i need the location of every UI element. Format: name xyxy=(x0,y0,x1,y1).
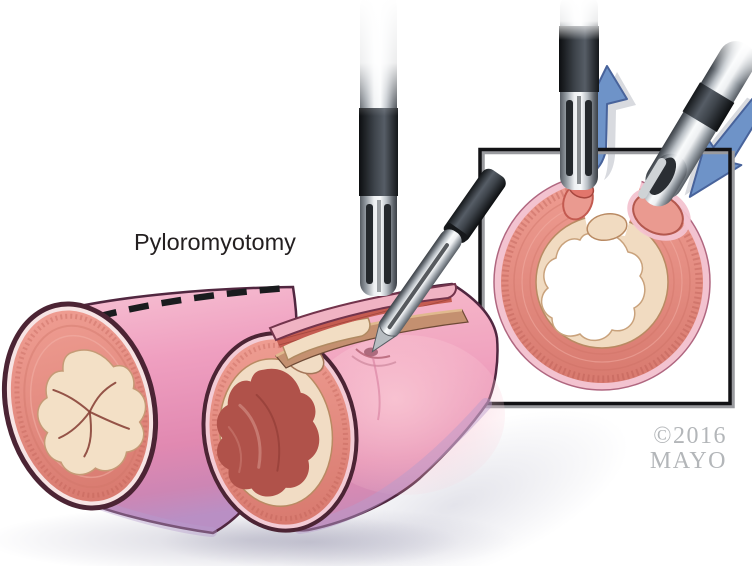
dimple-crease xyxy=(355,348,391,359)
shaft-fade xyxy=(555,0,602,40)
bottom-purple-tint xyxy=(294,398,492,534)
shaft-fade xyxy=(355,0,402,116)
shaft-groove xyxy=(387,243,449,330)
knife-tip xyxy=(371,322,398,353)
inset-cross-section-panel xyxy=(478,0,752,409)
inset-border xyxy=(478,147,732,406)
inset-border-shadow xyxy=(481,150,735,409)
cut-face xyxy=(1,301,159,511)
jaw-center-line xyxy=(377,200,381,292)
inset-spreader-diagonal xyxy=(638,29,752,207)
knife-entry-dimple xyxy=(351,347,397,421)
jaw-slot xyxy=(585,100,592,176)
dimple-crease xyxy=(351,355,397,367)
shadow-sweep xyxy=(281,410,629,566)
incision-dashed-line xyxy=(96,284,289,321)
copyright-year: ©2016 xyxy=(653,423,727,449)
muscle-fiber-ticks xyxy=(212,342,348,522)
figure-title: Pyloromyotomy xyxy=(134,229,296,255)
jaw-slot xyxy=(566,100,573,176)
jaw-slot xyxy=(366,204,373,284)
closed-lumen-star-creases xyxy=(52,381,130,458)
jaw-opening xyxy=(648,157,677,195)
instrument-dark-band xyxy=(359,108,398,196)
middle-pylorus-cylinder xyxy=(201,270,505,534)
left-pylorus-cylinder xyxy=(1,284,299,537)
main-knife-diagonal xyxy=(371,168,506,353)
open-lumen-cavity xyxy=(216,368,320,497)
mucosa-bulge-in-gap xyxy=(586,212,628,242)
knife-handle xyxy=(445,168,506,242)
jaw-lower-lip xyxy=(638,158,667,199)
cut-face-open xyxy=(201,331,359,533)
copyright-mayo: MAYO xyxy=(650,448,727,474)
lumen-ridges xyxy=(227,393,281,474)
surface-crease xyxy=(372,357,381,421)
bottom-purple-tint xyxy=(95,500,217,537)
floor-shadows xyxy=(0,410,629,566)
main-grasper-vertical xyxy=(355,0,402,296)
inset-spreader-vertical xyxy=(555,0,602,199)
lumen xyxy=(540,232,646,342)
shaft-fade xyxy=(707,29,752,89)
jaw-slot xyxy=(384,204,391,284)
jaw-center-line xyxy=(577,96,581,184)
muscle-fiber-ticks xyxy=(14,313,148,498)
instrument-dark-band xyxy=(682,82,735,133)
